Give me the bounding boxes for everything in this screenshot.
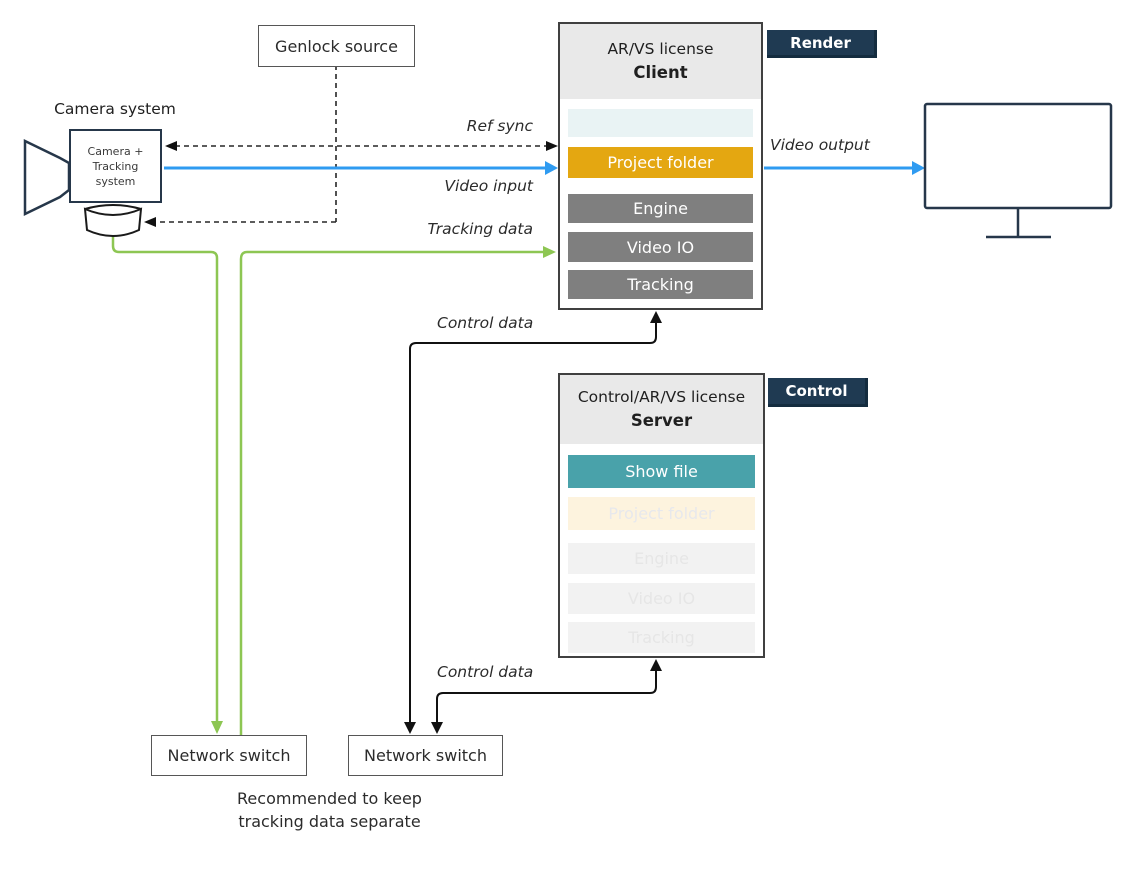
server-row-engine-faded: Engine	[568, 543, 755, 574]
control-tag: Control	[768, 378, 868, 407]
network-switch-1-label: Network switch	[167, 746, 291, 765]
server-header: Control/AR/VS license Server	[560, 375, 763, 444]
client-row-show-file-faded	[568, 109, 753, 137]
genlock-to-tracker-arrowhead	[144, 217, 156, 227]
genlock-source-label: Genlock source	[275, 36, 398, 56]
ref-sync-arrowhead-right	[546, 141, 558, 151]
client-row-project-folder: Project folder	[568, 147, 753, 178]
tracking-note-line1: Recommended to keep	[237, 789, 422, 808]
client-role-label: Client	[633, 63, 688, 82]
ref-sync-label: Ref sync	[466, 117, 533, 135]
genlock-source-box: Genlock source	[258, 25, 415, 67]
tracking-to-switch-line	[111, 236, 223, 734]
network-switch-2-label: Network switch	[364, 746, 487, 765]
control-data-client-label: Control data	[437, 314, 534, 332]
client-row-tracking: Tracking	[568, 270, 753, 299]
switch-to-client-tracking-line	[239, 246, 556, 735]
render-tag: Render	[767, 30, 877, 58]
control-data-client-line	[404, 311, 662, 734]
ref-sync-arrowhead-left	[165, 141, 177, 151]
client-header: AR/VS license Client	[560, 24, 761, 99]
video-output-line	[764, 161, 925, 175]
video-output-label: Video output	[770, 136, 870, 154]
camera-label-line2: Tracking	[92, 159, 139, 173]
camera-body-box: Camera + Tracking system	[69, 129, 162, 203]
genlock-sync-line	[154, 65, 337, 223]
camera-icon	[23, 139, 71, 216]
server-row-project-folder-faded: Project folder	[568, 497, 755, 530]
video-input-label: Video input	[444, 177, 533, 195]
client-row-video-io: Video IO	[568, 232, 753, 262]
server-row-tracking-faded: Tracking	[568, 622, 755, 653]
monitor-icon	[923, 102, 1113, 239]
client-license-label: AR/VS license	[607, 40, 714, 58]
server-row-video-io-faded: Video IO	[568, 583, 755, 614]
control-data-server-line	[431, 659, 662, 734]
tracking-data-label: Tracking data	[427, 220, 533, 238]
client-box: AR/VS license Client Project folder Engi…	[558, 22, 763, 310]
tracking-note: Recommended to keep tracking data separa…	[222, 787, 437, 833]
video-input-line	[164, 161, 558, 175]
camera-label-line1: Camera +	[87, 144, 144, 158]
server-role-label: Server	[630, 411, 693, 430]
tracker-icon	[83, 204, 143, 237]
tracking-note-line2: tracking data separate	[238, 812, 421, 831]
camera-label-line3: system	[95, 174, 136, 188]
server-row-show-file: Show file	[568, 455, 755, 488]
network-switch-2-box: Network switch	[348, 735, 503, 776]
network-switch-1-box: Network switch	[151, 735, 307, 776]
server-license-label: Control/AR/VS license	[577, 388, 746, 406]
server-box: Control/AR/VS license Server Show file P…	[558, 373, 765, 658]
client-row-engine: Engine	[568, 194, 753, 223]
camera-system-title: Camera system	[54, 100, 176, 118]
control-data-server-label: Control data	[437, 663, 534, 681]
